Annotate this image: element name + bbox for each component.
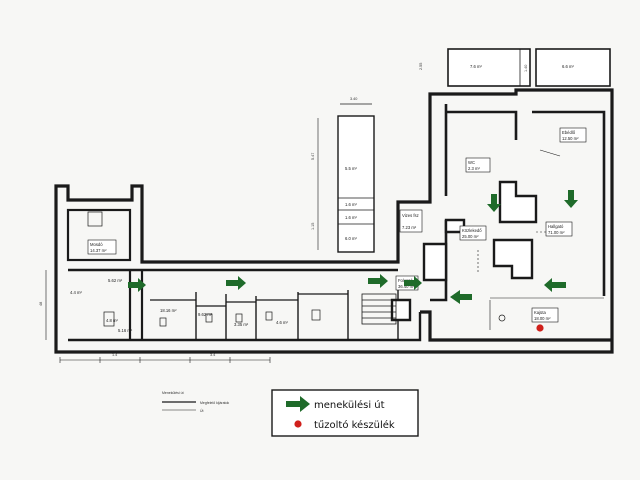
kozlekedo-area: 25.00 m² xyxy=(462,234,479,239)
annex-left xyxy=(447,48,531,87)
legend-extinguisher-label: tűzoltó készülék xyxy=(314,419,395,431)
stair-low-label: 1.6 m² xyxy=(345,215,357,220)
stair-column xyxy=(337,115,375,253)
wc-name: WC xyxy=(468,160,475,165)
iroda-2-area: 18.16 m² xyxy=(160,308,177,313)
room-labels: Ebédlő 12.50 m² WC 2.3 m² Vizes fsz 7.23… xyxy=(70,127,587,333)
escape-arrow-4 xyxy=(404,276,422,290)
ebedlo-area: 12.50 m² xyxy=(562,136,579,141)
iroda-1-area: 4.4 m² xyxy=(70,290,82,295)
stair-bottom-label: 6.0 m² xyxy=(345,236,357,241)
hallgato-name: Hallgató xyxy=(548,224,564,229)
dim-bottom-2: 3.4 xyxy=(210,353,215,357)
wc-area: 2.3 m² xyxy=(468,166,480,171)
kozlekedo-name: Közlekedő xyxy=(462,228,482,233)
legend-extinguisher-icon xyxy=(294,420,302,428)
escape-arrow-6 xyxy=(544,278,566,292)
stair-top-label: 5.5 m² xyxy=(345,166,357,171)
escape-arrow-5 xyxy=(450,290,472,304)
annex-left-label: 7.6 m² xyxy=(470,64,482,69)
legend-escape-label: menekülési út xyxy=(314,399,385,411)
dim-bottom-1: 1.4 xyxy=(112,353,117,357)
stair-mid-label: 1.6 m² xyxy=(345,202,357,207)
legend-arrow-icon xyxy=(286,396,310,412)
kajuta-name: Kajüta xyxy=(534,310,547,315)
fire-extinguisher-marker xyxy=(536,324,544,332)
dim-top: 3.40 xyxy=(350,97,357,101)
legend-box xyxy=(271,389,419,437)
escape-arrow-3 xyxy=(368,274,388,288)
dim-left: 48 xyxy=(39,302,43,306)
dim-vert: 5.47 xyxy=(311,153,315,160)
escape-arrows xyxy=(128,190,578,304)
note-line-1: Menekülési út xyxy=(162,391,184,395)
note-line-3: Út xyxy=(200,409,204,413)
annex-right-label: 6.6 m² xyxy=(562,64,574,69)
plan-notes: Menekülési út Megfelelő kijáratok Út xyxy=(162,391,229,413)
hallgato-area: 71.00 m² xyxy=(548,230,565,235)
annex-right xyxy=(535,48,611,87)
kis-3-area: 3.35 m² xyxy=(234,322,249,327)
kajuta-area: 18.00 m² xyxy=(534,316,551,321)
escape-arrow-8 xyxy=(564,190,578,208)
iroda-3-area: 9.62 m² xyxy=(198,312,213,317)
mosdo-area: 14.37 m² xyxy=(90,248,107,253)
annex-group xyxy=(447,48,611,87)
escape-arrow-2 xyxy=(226,276,246,290)
folyoso-area: 36.40 m² xyxy=(398,284,415,289)
escape-arrow-7 xyxy=(487,194,501,212)
vizes-name: Vizes fsz xyxy=(402,213,419,218)
dimension-lines xyxy=(45,270,271,363)
vizes-area: 7.23 m² xyxy=(402,225,417,230)
tarolo-area: 5.62 m² xyxy=(108,278,123,283)
kis-2-area: 4.6 m² xyxy=(276,320,288,325)
dim-annex-2: 1.40 xyxy=(524,65,528,72)
sanitary-fixtures xyxy=(87,211,506,327)
corridor-stair xyxy=(361,293,397,325)
pillars xyxy=(390,180,538,322)
dim-annex: 2.55 xyxy=(419,63,423,70)
escape-arrow-1 xyxy=(128,278,146,292)
dim-vert-2: 1.15 xyxy=(311,223,315,230)
ebedlo-name: Ebédlő xyxy=(562,130,576,135)
szeles-area: 4.8 m² xyxy=(106,318,118,323)
legend: menekülési út tűzoltó készülék xyxy=(271,389,419,437)
mosdo-name: Mosdó xyxy=(90,242,103,247)
kis-terem-area: 5.16 m² xyxy=(118,328,133,333)
note-line-2: Megfelelő kijáratok xyxy=(200,401,229,405)
